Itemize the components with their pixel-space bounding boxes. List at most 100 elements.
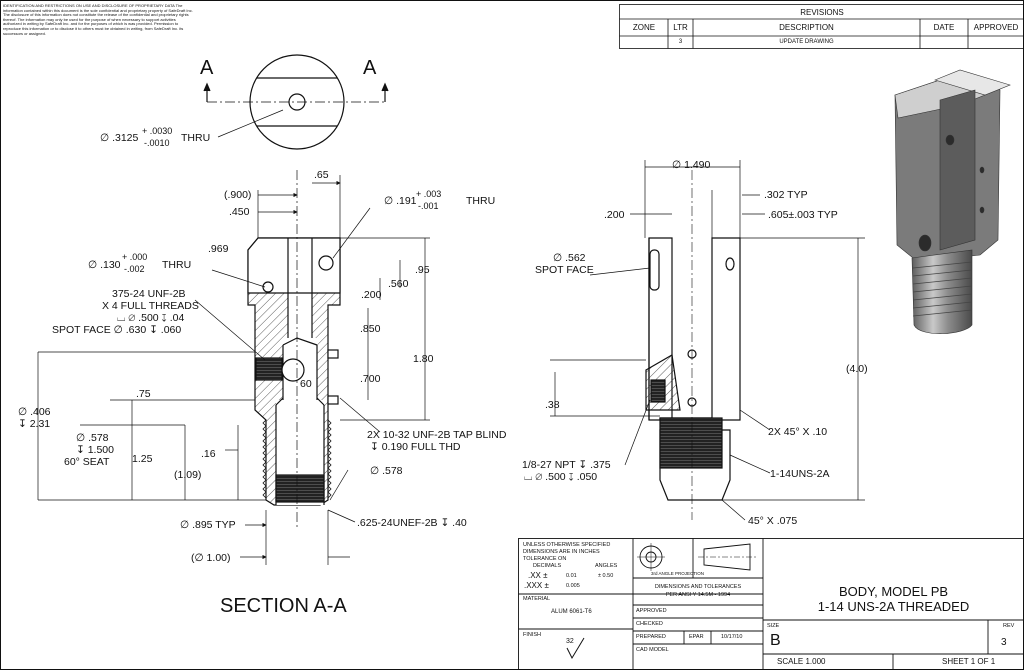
dim-900: (.900) (224, 189, 252, 201)
dim-thru-hole-suffix: THRU (181, 132, 211, 144)
size-value: B (770, 632, 781, 649)
dim-562-1: ∅ .562 (553, 252, 586, 264)
dim-130: ∅ .130 (88, 259, 121, 271)
section-dim-lines (37, 170, 430, 565)
dim-406: ∅ .406 (18, 406, 51, 418)
thread-note-1: 375-24 UNF-2B (112, 288, 186, 300)
thread-note-3: ⌴ ∅ .500 ↧ .04 (117, 312, 185, 324)
cad-model-label: CAD MODEL (636, 647, 669, 653)
dim-130-tol-minus: -.002 (124, 264, 145, 274)
iso-view (894, 69, 1011, 334)
dim-180: 1.80 (413, 353, 434, 365)
dim-thru-hole-tol-plus: + .0030 (142, 126, 173, 136)
decimals-label: DECIMALS (533, 563, 562, 569)
dim-562-2: SPOT FACE (535, 264, 594, 276)
dim-969: .969 (208, 243, 229, 255)
top-view (203, 54, 389, 150)
dim-191-tol-plus: + .003 (416, 189, 442, 199)
revisions-header-approved: APPROVED (973, 23, 1019, 32)
uns-note: 1-14UNS-2A (770, 468, 830, 480)
side-body (645, 170, 741, 520)
chamfer-2: 45° X .075 (748, 515, 798, 527)
prepared-label: PREPARED (636, 634, 666, 640)
cut-letter-right: A (363, 57, 377, 79)
tol-xx-value: 0.01 (566, 573, 577, 579)
dim-130-tol-plus: + .000 (122, 252, 148, 262)
size-label: SIZE (767, 623, 780, 629)
cut-letter-left: A (200, 57, 214, 79)
tol-angle-value: ± 0.50 (598, 573, 614, 579)
material-label: MATERIAL (523, 596, 551, 602)
revisions-row-description: UPDATE DRAWING (779, 39, 834, 45)
dim-578-note-2: ↧ 1.500 (76, 444, 114, 456)
prepared-by: EPAR (689, 634, 704, 640)
revisions-title: REVISIONS (800, 7, 844, 17)
proprietary-notice: IDENTIFICATION AND RESTRICTIONS ON USE A… (3, 3, 193, 36)
tap-note-2: ↧ 0.190 FULL THD (370, 441, 461, 453)
tol-xx: .XX ± (528, 571, 548, 580)
dim-40: (4.0) (846, 363, 868, 375)
finish-value: 32 (566, 638, 574, 645)
npt-note-2: ⌴ ∅ .500 ↧ .050 (524, 471, 598, 483)
dim-75: .75 (136, 388, 151, 400)
dim-1490: ∅ 1.490 (672, 159, 711, 171)
dim-700: .700 (360, 373, 381, 385)
dim-605: .605±.003 TYP (768, 209, 838, 221)
tolerance-note-1: UNLESS OTHERWISE SPECIFIED (523, 542, 611, 548)
dim-side-200: .200 (604, 209, 625, 221)
drawing-title-1: BODY, MODEL PB (838, 583, 949, 599)
projection-label: 3rd ANGLE PROJECTION (651, 571, 705, 576)
dim-302: .302 TYP (764, 189, 808, 201)
dim-200: .200 (361, 289, 382, 301)
dim-38: .38 (545, 399, 560, 411)
finish-label: FINISH (523, 632, 542, 638)
dim-560: .560 (388, 278, 409, 290)
revisions-header-date: DATE (933, 23, 955, 32)
checked-label: CHECKED (636, 621, 663, 627)
dim-191: ∅ .191 (384, 195, 417, 207)
dim-130-suffix: THRU (162, 259, 192, 271)
dim-450: .450 (229, 206, 250, 218)
dim-231: ↧ 2.31 (18, 418, 51, 430)
dim-65: .65 (314, 169, 329, 181)
standard-line-2: PER ANSI Y 14.5M - 1994 (665, 592, 731, 598)
standard-line-1: DIMENSIONS AND TOLERANCES (654, 584, 742, 590)
section-title: SECTION A-A (220, 595, 347, 617)
dim-125: 1.25 (132, 453, 153, 465)
dim-895: ∅ .895 TYP (180, 519, 236, 531)
dim-625: .625-24UNEF-2B ↧ .40 (357, 517, 467, 529)
angles-label: ANGLES (595, 563, 618, 569)
prepared-date: 10/17/10 (721, 634, 743, 640)
dim-thru-hole: ∅ .3125 (100, 132, 139, 144)
dim-191-tol-minus: -.001 (418, 201, 439, 211)
dim-578-note-3: 60° SEAT (64, 456, 110, 468)
scale-value: SCALE 1.000 (777, 657, 826, 666)
thread-note-2: X 4 FULL THREADS (102, 300, 199, 312)
revisions-header-description: DESCRIPTION (779, 23, 834, 32)
drawing-title-2: 1-14 UNS-2A THREADED (817, 598, 970, 614)
approved-label: APPROVED (636, 608, 667, 614)
dim-95: .95 (415, 264, 430, 276)
rev-value: 3 (1001, 637, 1007, 648)
dim-850: .850 (360, 323, 381, 335)
material-value: ALUM 6061-T6 (551, 609, 592, 615)
dim-100: (∅ 1.00) (191, 552, 231, 564)
revisions-header-ltr: LTR (673, 23, 688, 32)
section-body (247, 237, 341, 506)
revisions-header-zone: ZONE (632, 23, 656, 32)
tol-xxx-value: 0.005 (566, 583, 580, 589)
dim-578-note-1: ∅ .578 (76, 432, 109, 444)
side-dim-lines (550, 160, 865, 521)
dim-60: 60 (300, 378, 312, 390)
tolerance-note-3: TOLERANCE ON (523, 556, 567, 562)
revisions-row-ltr: 3 (678, 39, 683, 45)
tol-xxx: .XXX ± (524, 581, 549, 590)
chamfer-1: 2X 45° X .10 (768, 426, 828, 438)
dim-578: ∅ .578 (370, 465, 403, 477)
tolerance-note-2: DIMENSIONS ARE IN INCHES (523, 549, 600, 555)
dim-191-suffix: THRU (466, 195, 496, 207)
npt-note-1: 1/8-27 NPT ↧ .375 (522, 459, 611, 471)
dim-16: .16 (201, 448, 216, 460)
